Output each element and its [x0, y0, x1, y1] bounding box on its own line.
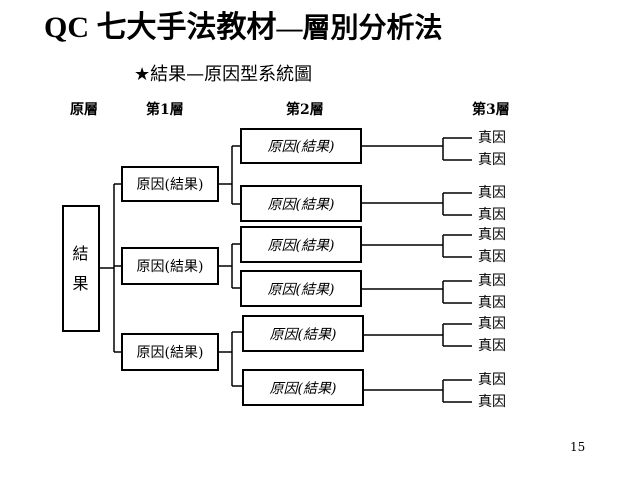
layer2-node-2: 原因(結果): [240, 185, 362, 222]
slide-title: QC 七大手法教材—層別分析法: [44, 6, 443, 50]
layer-label-3: 第3層: [472, 102, 510, 118]
layer2-node-1: 原因(結果): [240, 128, 362, 164]
root-node-char-2: 果: [72, 273, 90, 293]
layer1-node-2: 原因(結果): [121, 247, 219, 285]
layer-label-root: 原層: [70, 102, 98, 118]
layer3-leaf-5: 真因: [478, 227, 506, 243]
layer3-leaf-3: 真因: [478, 185, 506, 201]
layer3-leaf-8: 真因: [478, 295, 506, 311]
layer1-node-3: 原因(結果): [121, 333, 219, 371]
layer3-leaf-12: 真因: [478, 394, 506, 410]
layer3-leaf-4: 真因: [478, 207, 506, 223]
layer3-leaf-9: 真因: [478, 316, 506, 332]
title-dash: —: [276, 14, 303, 43]
root-node-char-1: 結: [72, 243, 90, 263]
layer2-node-3: 原因(結果): [240, 226, 362, 263]
title-main: QC 七大手法教材: [44, 11, 277, 44]
layer3-leaf-2: 真因: [478, 152, 506, 168]
layer2-node-5: 原因(結果): [242, 315, 364, 352]
layer-label-1: 第1層: [146, 102, 184, 118]
layer2-node-4: 原因(結果): [240, 270, 362, 307]
layer3-leaf-10: 真因: [478, 338, 506, 354]
layer3-leaf-6: 真因: [478, 249, 506, 265]
root-node-result: 結 果: [62, 205, 100, 332]
layer3-leaf-11: 真因: [478, 372, 506, 388]
layer1-node-1: 原因(結果): [121, 166, 219, 202]
page-number: 15: [570, 440, 586, 454]
layer-label-2: 第2層: [286, 102, 324, 118]
title-sub: 層別分析法: [302, 13, 443, 44]
layer3-leaf-7: 真因: [478, 273, 506, 289]
layer2-node-6: 原因(結果): [242, 369, 364, 406]
layer3-leaf-1: 真因: [478, 130, 506, 146]
diagram-subtitle: ★結果—原因型系統圖: [134, 64, 313, 85]
